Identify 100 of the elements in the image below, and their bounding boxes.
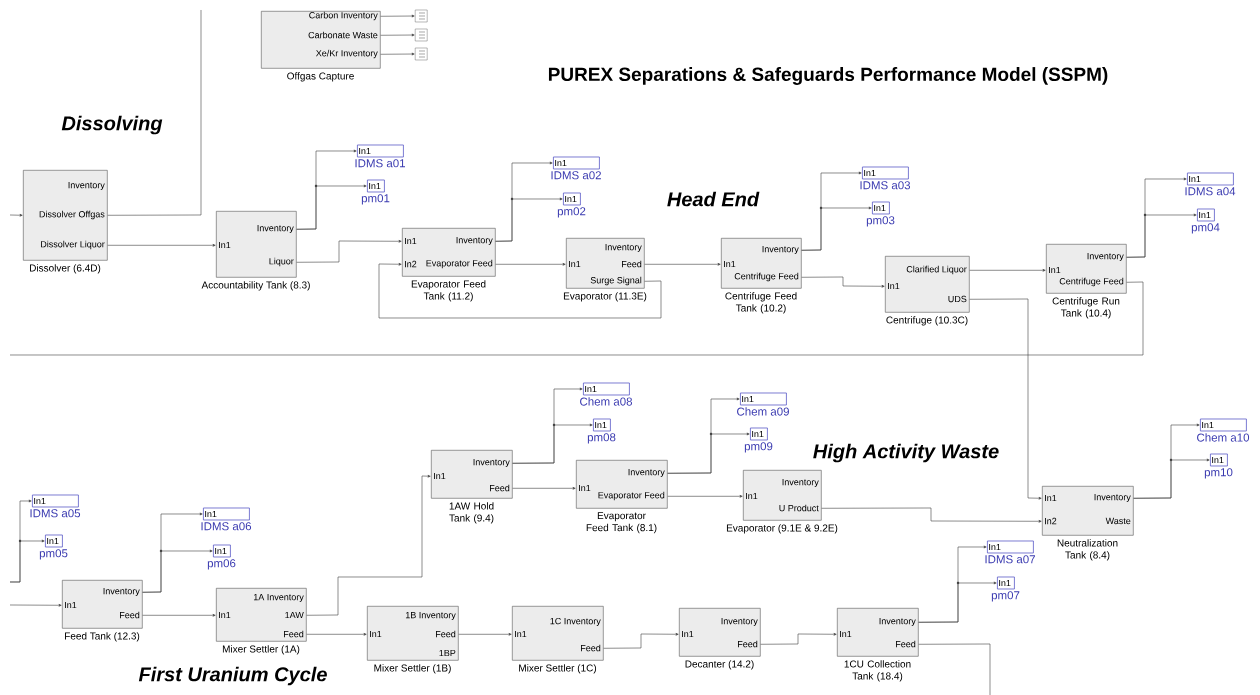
- block-label: Offgas Capture: [287, 72, 354, 82]
- port-label: Liquor: [269, 257, 294, 267]
- block-label: Feed Tank (12.3): [65, 632, 140, 642]
- display-block: In1: [203, 507, 250, 521]
- display-block: In1: [563, 192, 581, 206]
- port-label: Evaporator Feed: [598, 491, 665, 501]
- block-label: Evaporator (9.1E & 9.2E): [726, 524, 838, 534]
- connector: [458, 632, 512, 636]
- port-label: In1: [219, 241, 231, 249]
- connector: [760, 632, 837, 645]
- connector: [142, 549, 213, 593]
- connector: [107, 243, 216, 247]
- block-label: Mixer Settler (1C): [519, 664, 597, 674]
- connector: [378, 262, 662, 319]
- port-label: Dissolver Liquor: [41, 240, 105, 250]
- display-block: In1: [213, 544, 231, 558]
- block-label: pm03: [866, 216, 895, 227]
- port-label: 1B Inventory: [405, 611, 456, 620]
- port-label: Clarified Liquor: [906, 265, 967, 275]
- port-label: In1: [405, 237, 417, 245]
- block-label: IDMS a07: [985, 555, 1035, 564]
- port-label: Feed: [436, 630, 456, 638]
- display-block: In1: [1200, 418, 1247, 432]
- connector: [495, 197, 563, 242]
- port-label: Inventory: [257, 224, 294, 233]
- connector: [380, 33, 415, 37]
- port-label: Inventory: [721, 617, 758, 626]
- port-label: Xe/Kr Inventory: [316, 49, 378, 59]
- connector: [495, 262, 566, 266]
- block-label: IDMS a05: [30, 509, 81, 518]
- connector: [512, 486, 576, 490]
- port-label: In1: [515, 630, 527, 638]
- port-label: In1: [682, 630, 694, 638]
- block-label: 1CU Collection Tank (18.4): [844, 660, 911, 682]
- block-label: pm07: [991, 591, 1020, 602]
- display-block: In1: [357, 144, 404, 158]
- connector: [667, 494, 743, 498]
- connector: [801, 206, 872, 251]
- display-block: In1: [593, 418, 611, 432]
- connector: [306, 474, 431, 616]
- connector: [296, 184, 367, 230]
- port-label: Feed: [120, 611, 140, 619]
- connector: [969, 268, 1046, 272]
- port-label: In1: [840, 630, 852, 638]
- block-label: Evaporator (11.3E): [563, 292, 647, 302]
- display-block: In1: [740, 392, 787, 406]
- block-label: pm06: [207, 559, 236, 570]
- port-label: In1: [1049, 266, 1061, 274]
- display-block: In1: [1197, 208, 1215, 222]
- display-block: In1: [862, 166, 909, 180]
- port-label: 1AW: [285, 611, 304, 619]
- port-label: Inventory: [473, 458, 510, 467]
- port-label: Inventory: [68, 181, 105, 190]
- connector: [918, 643, 991, 695]
- display-block: In1: [32, 494, 79, 508]
- block-label: Decanter (14.2): [685, 660, 754, 670]
- port-label: In1: [434, 472, 446, 480]
- block-label: Dissolver (6.4D): [30, 264, 101, 274]
- port-label: In1: [219, 611, 231, 619]
- port-label: Feed: [581, 644, 601, 652]
- connector: [667, 432, 750, 474]
- connector: [296, 239, 402, 263]
- port-label: UDS: [948, 295, 967, 303]
- terminator-block: [415, 47, 428, 61]
- port-label: Inventory: [782, 478, 819, 487]
- terminator-block: [415, 9, 428, 23]
- section-heading: First Uranium Cycle: [138, 666, 327, 686]
- display-block: In1: [987, 540, 1034, 554]
- port-label: Feed: [490, 484, 510, 492]
- connector: [380, 14, 415, 18]
- display-block: In1: [583, 382, 630, 396]
- port-label: Feed: [284, 630, 304, 638]
- connector: [306, 632, 367, 636]
- block-label: Centrifuge Run Tank (10.4): [1052, 297, 1120, 319]
- port-label: In1: [746, 492, 758, 500]
- port-label: In1: [569, 260, 581, 268]
- connector: [512, 423, 593, 464]
- display-block: In1: [997, 576, 1015, 590]
- block-label: IDMS a01: [355, 159, 405, 168]
- connector: [821, 507, 1042, 523]
- block-label: IDMS a03: [860, 181, 911, 190]
- port-label: 1BP: [439, 649, 456, 657]
- port-label: Inventory: [103, 587, 140, 596]
- block-label: IDMS a06: [201, 522, 252, 531]
- port-label: Evaporator Feed: [426, 259, 493, 269]
- connector: [1133, 458, 1210, 499]
- section-heading: Head End: [667, 191, 760, 207]
- block-label: pm01: [361, 194, 390, 205]
- block-label: Evaporator Feed Tank (11.2): [411, 280, 486, 302]
- section-heading: Dissolving: [61, 115, 163, 135]
- port-label: Centrifuge Feed: [1059, 277, 1124, 287]
- port-label: Inventory: [762, 245, 799, 254]
- port-label: In1: [579, 484, 591, 492]
- connector: [918, 581, 997, 623]
- block-label: Chem a08: [580, 397, 632, 406]
- block-label: Centrifuge (10.3C): [886, 316, 968, 326]
- block-label: pm08: [587, 433, 616, 444]
- display-block: In1: [45, 534, 63, 548]
- port-label: 1A Inventory: [253, 593, 304, 602]
- diagram-title: PUREX Separations & Safeguards Performance Model (SSPM): [548, 67, 1108, 85]
